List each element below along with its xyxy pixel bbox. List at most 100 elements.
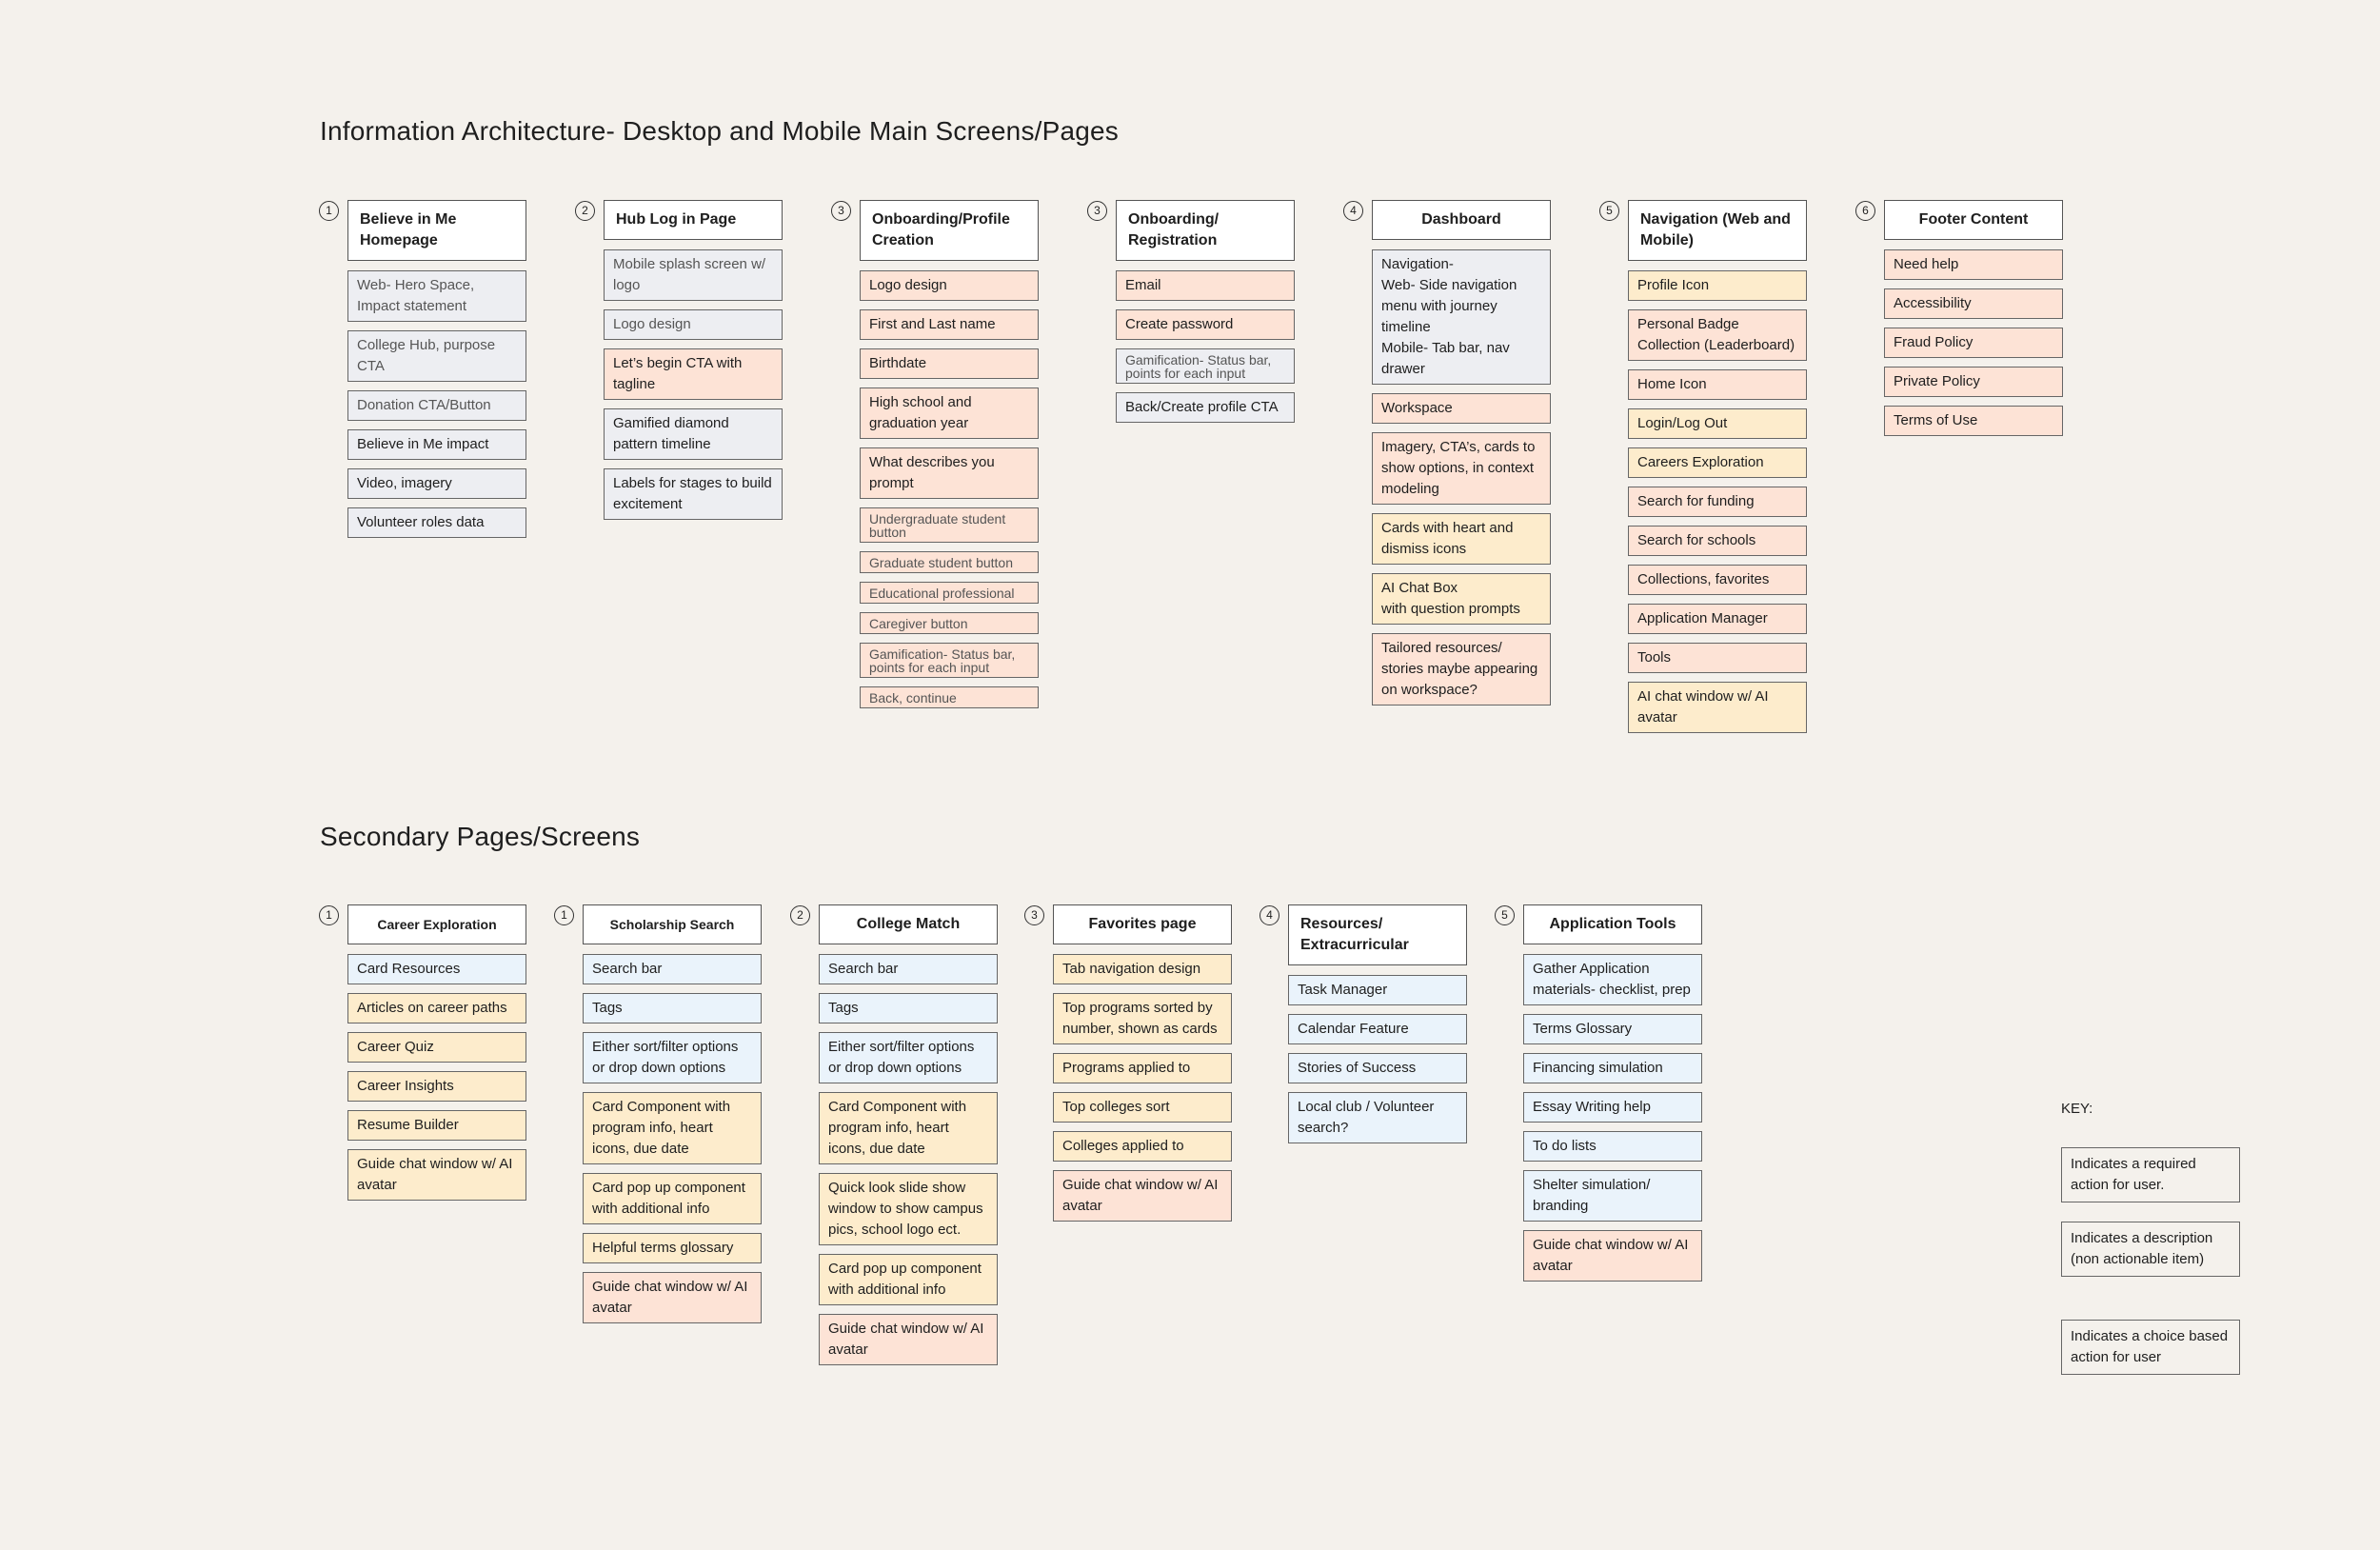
ia-item: Video, imagery xyxy=(347,468,526,499)
column-number: 1 xyxy=(319,905,339,925)
ia-item: Shelter simulation/ branding xyxy=(1523,1170,1702,1222)
column-header: Career Exploration xyxy=(347,904,526,944)
ia-item: Helpful terms glossary xyxy=(583,1233,762,1263)
ia-item: Search for schools xyxy=(1628,526,1807,556)
ia-item: Either sort/filter options or drop down … xyxy=(819,1032,998,1083)
ia-item: Career Quiz xyxy=(347,1032,526,1063)
key-required: Indicates a required action for user. xyxy=(2061,1147,2240,1202)
ia-item: Web- Hero Space, Impact statement xyxy=(347,270,526,322)
ia-item: Local club / Volunteer search? xyxy=(1288,1092,1467,1143)
column-number: 4 xyxy=(1259,905,1279,925)
column-number: 5 xyxy=(1599,201,1619,221)
ia-item: Search bar xyxy=(583,954,762,984)
ia-item: Personal Badge Collection (Leaderboard) xyxy=(1628,309,1807,361)
ia-item: Guide chat window w/ AI avatar xyxy=(347,1149,526,1201)
ia-item: Articles on career paths xyxy=(347,993,526,1023)
ia-item: Card pop up component with additional in… xyxy=(819,1254,998,1305)
ia-item: Financing simulation xyxy=(1523,1053,1702,1083)
ia-item: Navigation- Web- Side navigation menu wi… xyxy=(1372,249,1551,385)
column-number: 3 xyxy=(1087,201,1107,221)
ia-item: Believe in Me impact xyxy=(347,429,526,460)
ia-item: Guide chat window w/ AI avatar xyxy=(1523,1230,1702,1282)
ia-item: Create password xyxy=(1116,309,1295,340)
ia-item: Guide chat window w/ AI avatar xyxy=(1053,1170,1232,1222)
ia-item: Accessibility xyxy=(1884,288,2063,319)
ia-item: Card Resources xyxy=(347,954,526,984)
column-number: 4 xyxy=(1343,201,1363,221)
ia-item: Collections, favorites xyxy=(1628,565,1807,595)
column-header: Scholarship Search xyxy=(583,904,762,944)
ia-item: Tags xyxy=(583,993,762,1023)
ia-item: Tab navigation design xyxy=(1053,954,1232,984)
main-column-navigation-web-and-mobile: 5 Navigation (Web and Mobile) Profile Icon… xyxy=(1599,200,1807,733)
ia-item: Back/Create profile CTA xyxy=(1116,392,1295,423)
column-header: Favorites page xyxy=(1053,904,1232,944)
column-number: 3 xyxy=(1024,905,1044,925)
ia-item: Either sort/filter options or drop down … xyxy=(583,1032,762,1083)
ia-item: Top programs sorted by number, shown as … xyxy=(1053,993,1232,1044)
ia-item: Terms Glossary xyxy=(1523,1014,1702,1044)
column-header: Onboarding/Profile Creation xyxy=(860,200,1039,261)
column-header: Footer Content xyxy=(1884,200,2063,240)
ia-item: Fraud Policy xyxy=(1884,328,2063,358)
ia-item: Terms of Use xyxy=(1884,406,2063,436)
ia-item: Donation CTA/Button xyxy=(347,390,526,421)
ia-item: Gamification- Status bar, points for eac… xyxy=(1116,348,1295,384)
ia-item: Imagery, CTA’s, cards to show options, i… xyxy=(1372,432,1551,505)
column-header: Onboarding/ Registration xyxy=(1116,200,1295,261)
ia-item: Logo design xyxy=(604,309,783,340)
column-header: Believe in Me Homepage xyxy=(347,200,526,261)
column-number: 1 xyxy=(554,905,574,925)
ia-item: What describes you prompt xyxy=(860,447,1039,499)
column-header: Application Tools xyxy=(1523,904,1702,944)
item-list: Gather Application materials- checklist,… xyxy=(1523,954,1702,1282)
ia-item: High school and graduation year xyxy=(860,388,1039,439)
ia-item: Essay Writing help xyxy=(1523,1092,1702,1123)
column-header: Resources/ Extracurricular xyxy=(1288,904,1467,965)
ia-item: Tailored resources/ stories maybe appear… xyxy=(1372,633,1551,705)
ia-item: Card Component with program info, heart … xyxy=(583,1092,762,1164)
ia-item: Career Insights xyxy=(347,1071,526,1102)
ia-item: Graduate student button xyxy=(860,551,1039,573)
ia-item: Application Manager xyxy=(1628,604,1807,634)
ia-item: Gather Application materials- checklist,… xyxy=(1523,954,1702,1005)
ia-item: Stories of Success xyxy=(1288,1053,1467,1083)
ia-item: Login/Log Out xyxy=(1628,408,1807,439)
ia-item: Birthdate xyxy=(860,348,1039,379)
ia-item: Undergraduate student button xyxy=(860,507,1039,543)
key-choice: Indicates a choice based action for user xyxy=(2061,1320,2240,1375)
ia-item: Logo design xyxy=(860,270,1039,301)
ia-item: Profile Icon xyxy=(1628,270,1807,301)
ia-item: Resume Builder xyxy=(347,1110,526,1141)
ia-item: Mobile splash screen w/ logo xyxy=(604,249,783,301)
ia-item: AI chat window w/ AI avatar xyxy=(1628,682,1807,733)
ia-item: Guide chat window w/ AI avatar xyxy=(583,1272,762,1323)
ia-item: Let’s begin CTA with tagline xyxy=(604,348,783,400)
column-header: Dashboard xyxy=(1372,200,1551,240)
column-number: 2 xyxy=(790,905,810,925)
ia-item: Calendar Feature xyxy=(1288,1014,1467,1044)
ia-item: Search for funding xyxy=(1628,487,1807,517)
main-section-title: Information Architecture- Desktop and Mo… xyxy=(320,116,1120,146)
ia-item: Home Icon xyxy=(1628,369,1807,400)
column-number: 1 xyxy=(319,201,339,221)
item-list: Navigation- Web- Side navigation menu wi… xyxy=(1372,249,1551,705)
ia-item: Gamification- Status bar, points for eac… xyxy=(860,643,1039,678)
column-header: Navigation (Web and Mobile) xyxy=(1628,200,1807,261)
